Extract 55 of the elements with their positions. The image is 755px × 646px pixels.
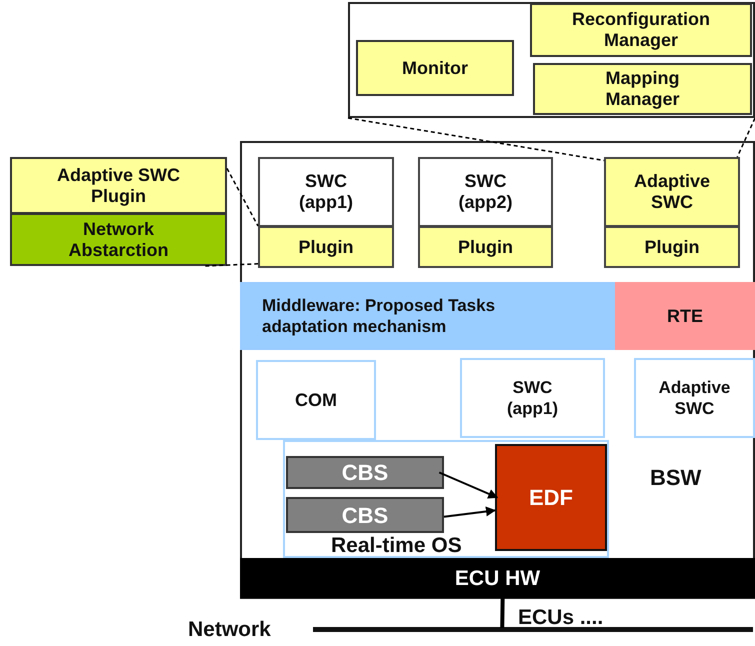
box-label: Real-time OS [331, 535, 462, 556]
box-label: Reconfiguration Manager [571, 9, 711, 51]
box-label: Mapping Manager [604, 68, 681, 110]
module-box [533, 63, 752, 115]
box-label: Plugin [458, 236, 513, 258]
box-label: Network Abstarction [67, 218, 170, 260]
plugin-box [418, 226, 553, 268]
connector-line [500, 598, 505, 628]
arrow [438, 472, 498, 499]
box-label: SWC (app2) [458, 171, 514, 213]
network-label: Network [188, 618, 271, 642]
module-box [460, 358, 605, 438]
box-label: Adaptive SWC [658, 377, 732, 419]
module-box [530, 3, 752, 57]
box-label: SWC (app1) [506, 377, 559, 419]
box-label: Monitor [402, 58, 468, 78]
network-box [10, 213, 227, 266]
module-box [634, 358, 755, 438]
box-label: Adaptive SWC [632, 171, 712, 213]
zoom-panel [348, 2, 755, 118]
plugin-box [604, 226, 740, 268]
zoom-line [736, 118, 755, 158]
component-box [418, 157, 553, 227]
rte-band [615, 282, 755, 350]
box-label: Plugin [644, 236, 700, 258]
arrow [444, 506, 496, 518]
layer-label: BSW [650, 465, 702, 491]
network-label: ECUs .... [518, 606, 604, 630]
box-label: ECU HW [454, 568, 540, 588]
zoom-line [205, 263, 258, 267]
hardware-bar [240, 558, 755, 598]
box-label: SWC (app1) [298, 171, 354, 213]
box-label: COM [295, 390, 337, 410]
box-label: CBS [342, 504, 388, 526]
component-box [258, 157, 394, 227]
module-box [356, 40, 514, 96]
box-label: Adaptive SWC Plugin [56, 164, 181, 206]
plugin-box [258, 226, 394, 268]
component-box [604, 157, 740, 227]
os-box [283, 440, 609, 558]
network-bus [313, 627, 753, 632]
middleware-band [240, 282, 615, 350]
ecu-panel [240, 141, 755, 599]
zoom-line [226, 168, 259, 226]
box-label: Middleware: Proposed Tasks adaptation mechanism [262, 295, 496, 337]
zoom-line [348, 117, 604, 162]
box-label: Plugin [298, 236, 354, 258]
server-box [286, 456, 444, 489]
module-box [256, 360, 376, 440]
plugin-box [10, 157, 227, 214]
scheduler-box [495, 444, 607, 551]
box-label: EDF [529, 487, 573, 508]
box-label: RTE [667, 306, 703, 326]
box-label: CBS [342, 462, 388, 483]
server-box [286, 497, 444, 533]
